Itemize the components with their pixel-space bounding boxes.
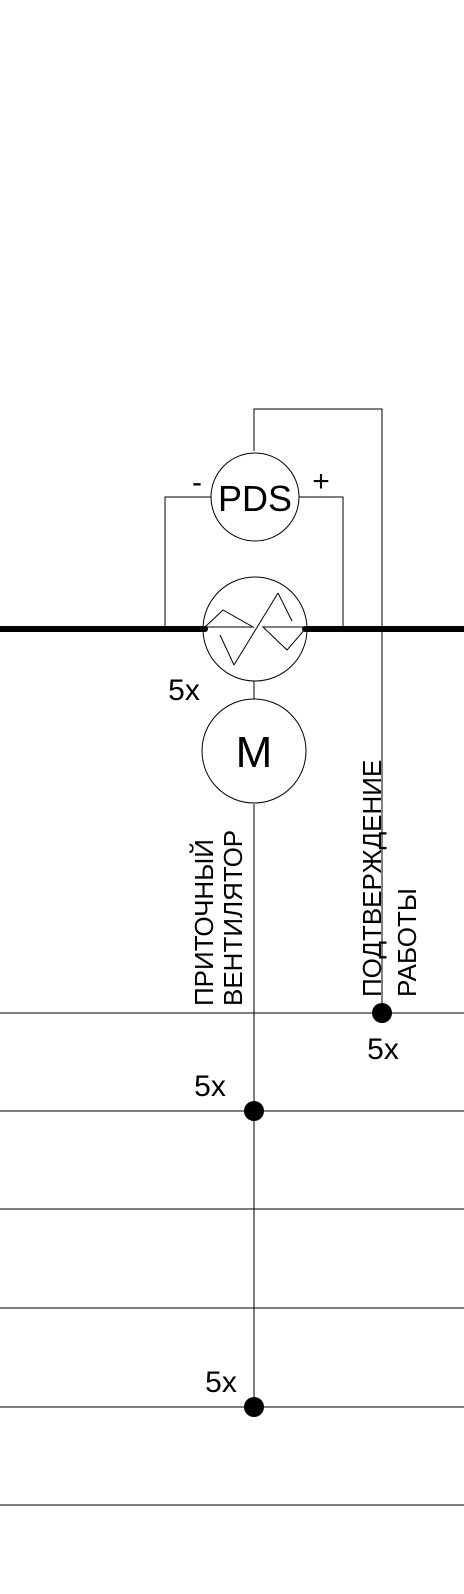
fan-junction-dot-2 [244, 1397, 264, 1417]
supply-fan-label-line2: ВЕНТИЛЯТОР [218, 830, 248, 1006]
confirm-multiplier: 5x [367, 1033, 399, 1066]
supply-fan-label-line1: ПРИТОЧНЫЙ [189, 839, 219, 1006]
pds-minus-tube [164, 496, 211, 629]
fan-multiplier-1: 5x [194, 1070, 226, 1103]
motor-circle [201, 698, 307, 804]
confirm-label-line1: ПОДТВЕРЖДЕНИЕ [357, 760, 387, 997]
confirm-wire [253, 408, 383, 1013]
confirm-junction-dot [372, 1003, 392, 1023]
pds-minus-sign: - [192, 466, 202, 499]
fan-junction-dot-1 [244, 1101, 264, 1121]
pds-plus-tube [299, 496, 344, 629]
motor-label: M [236, 728, 273, 777]
pds-plus-sign: + [312, 465, 330, 498]
pds-circle [210, 452, 300, 542]
damper-multiplier: 5x [168, 674, 200, 707]
damper-icon [202, 576, 309, 682]
fan-multiplier-2: 5x [205, 1366, 237, 1399]
pds-label: PDS [218, 478, 292, 519]
confirm-label-line2: РАБОТЫ [392, 888, 422, 997]
